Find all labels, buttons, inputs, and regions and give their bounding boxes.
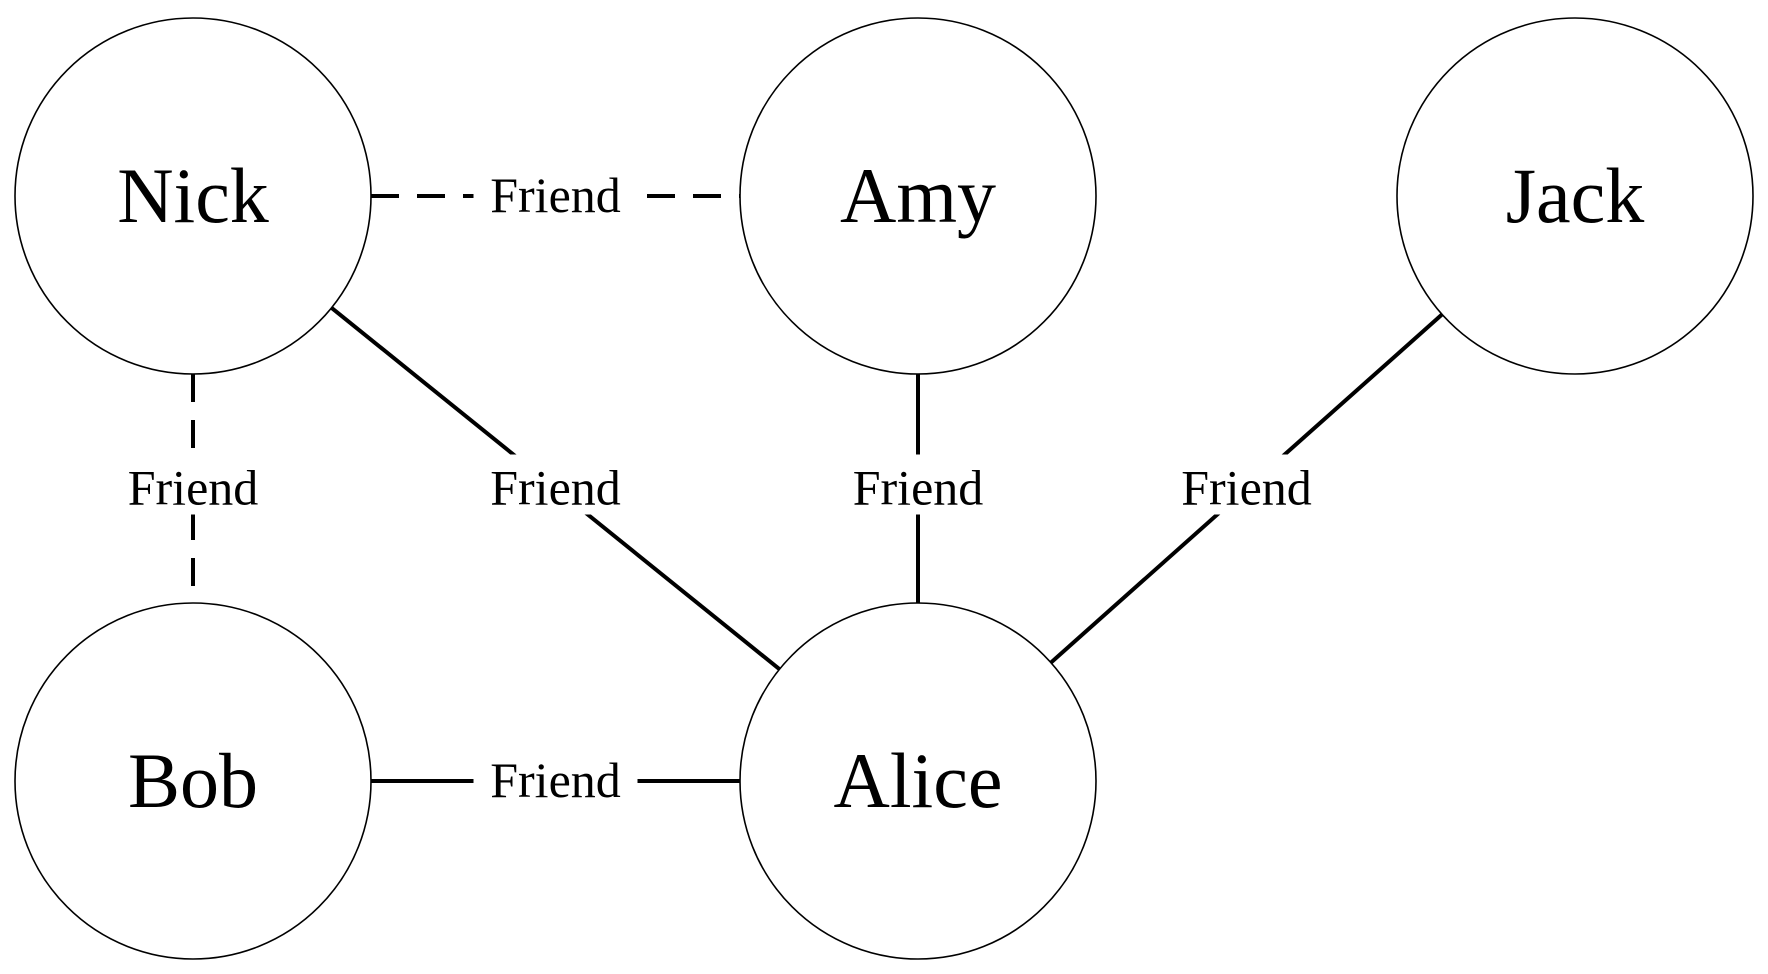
edge-label-background <box>836 454 1000 515</box>
node-nick: Nick <box>14 17 372 375</box>
edge-label-background <box>1164 454 1329 515</box>
node-amy: Amy <box>739 17 1097 375</box>
node-circle <box>739 17 1097 375</box>
node-label: Amy <box>840 152 996 239</box>
node-jack: Jack <box>1396 17 1754 375</box>
edge-label: Friend <box>853 460 984 516</box>
edge-label: Friend <box>1181 460 1312 516</box>
node-label: Jack <box>1506 152 1645 239</box>
edge-label: Friend <box>490 752 621 808</box>
node-alice: Alice <box>739 602 1097 960</box>
node-circle <box>14 17 372 375</box>
edge-amy-alice: Friend <box>836 374 1000 603</box>
edge-jack-alice: Friend <box>1049 312 1444 665</box>
edge-label-background <box>111 454 275 515</box>
node-circle <box>1396 17 1754 375</box>
edge-label-background <box>473 454 638 515</box>
node-label: Nick <box>117 152 269 239</box>
node-circle <box>14 602 372 960</box>
edge-label-background <box>473 747 638 807</box>
node-circle <box>739 602 1097 960</box>
edge-nick-alice: Friend <box>330 306 781 671</box>
node-label: Bob <box>128 737 258 824</box>
edge-label: Friend <box>490 167 621 223</box>
edge-label: Friend <box>490 460 621 516</box>
edge-label-background <box>473 162 638 222</box>
edge-label: Friend <box>128 460 259 516</box>
edge-nick-amy: Friend <box>371 162 740 223</box>
edge-nick-bob: Friend <box>111 374 275 603</box>
node-label: Alice <box>834 737 1003 824</box>
node-bob: Bob <box>14 602 372 960</box>
edge-bob-alice: Friend <box>371 747 740 808</box>
